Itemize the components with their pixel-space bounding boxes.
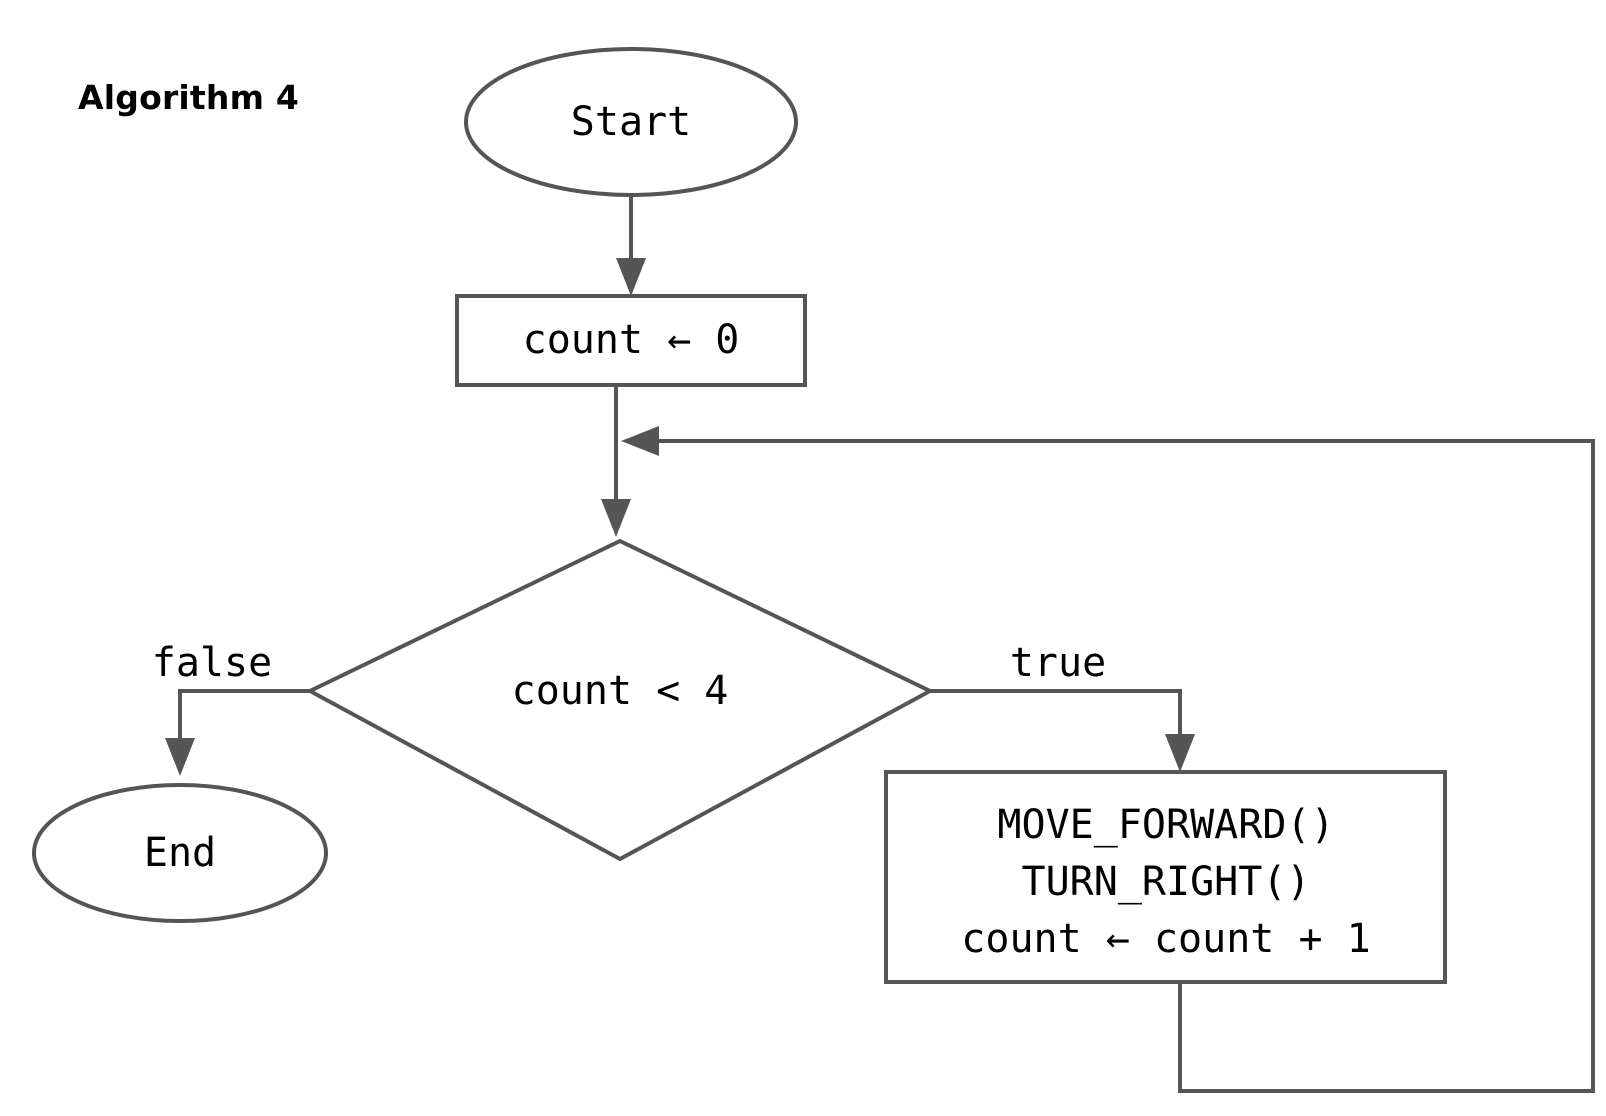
node-action-line-2: TURN_RIGHT() xyxy=(1022,859,1311,905)
edge-line xyxy=(655,439,1595,1093)
edge-start-to-init xyxy=(616,196,646,296)
arrow-head-icon xyxy=(1165,734,1195,772)
arrow-head-icon xyxy=(616,258,646,296)
decision-diamond-shape xyxy=(305,538,935,862)
node-start[interactable]: Start xyxy=(464,47,798,197)
node-decision-label: count < 4 xyxy=(512,668,729,714)
arrow-head-icon xyxy=(621,426,659,456)
edge-action-to-decision xyxy=(621,426,1595,1093)
edge-decision-to-end xyxy=(165,689,310,776)
node-end[interactable]: End xyxy=(32,783,328,923)
node-start-label: Start xyxy=(571,99,691,145)
init-rect-shape xyxy=(455,294,807,387)
end-ellipse-shape xyxy=(32,783,328,923)
arrow-head-icon xyxy=(601,499,631,537)
arrow-head-icon xyxy=(165,738,195,776)
edge-init-to-decision xyxy=(601,385,631,537)
edge-label-false: false xyxy=(152,640,272,686)
action-rect-shape xyxy=(884,770,1447,984)
node-end-label: End xyxy=(144,830,216,876)
node-init[interactable]: count ← 0 xyxy=(455,294,807,387)
edge-line xyxy=(930,689,1182,738)
page-title: Algorithm 4 xyxy=(78,78,300,117)
node-decision[interactable]: count < 4 xyxy=(305,538,935,862)
edge-line xyxy=(178,689,310,742)
node-init-label: count ← 0 xyxy=(523,317,740,363)
start-ellipse-shape xyxy=(464,47,798,197)
node-action-line-3: count ← count + 1 xyxy=(961,916,1370,962)
edge-label-true: true xyxy=(1010,640,1106,686)
edge-decision-to-action xyxy=(930,689,1195,772)
node-action[interactable]: MOVE_FORWARD() TURN_RIGHT() count ← coun… xyxy=(884,770,1447,984)
node-action-line-1: MOVE_FORWARD() xyxy=(997,802,1334,848)
